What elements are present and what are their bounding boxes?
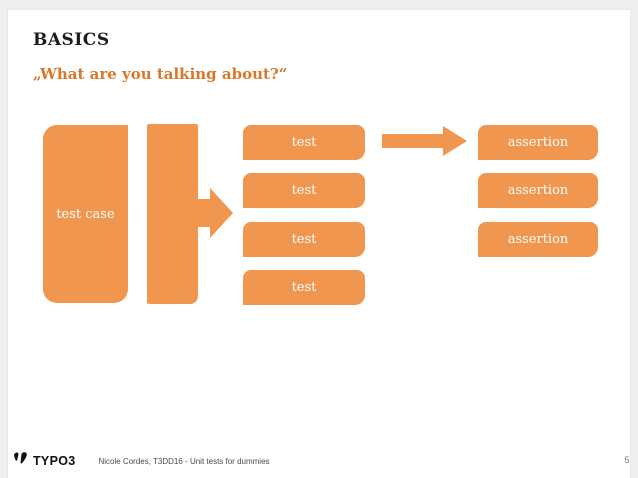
assertion-box-label: assertion [507, 232, 569, 247]
test-case-label: test case [56, 206, 115, 222]
assertion-box: assertion [478, 222, 598, 257]
assertion-box: assertion [478, 125, 598, 160]
presentation-slide: BASICS „What are you talking about?“ tes… [8, 10, 630, 478]
test-box-label: test [291, 183, 317, 198]
test-to-assertion-arrow-icon [443, 126, 467, 156]
assertion-box-label: assertion [507, 183, 569, 198]
typo3-logo-icon [13, 451, 28, 471]
test-box: test [243, 222, 365, 257]
test-box: test [243, 270, 365, 305]
test-box: test [243, 125, 365, 160]
page-number: 5 [624, 455, 630, 465]
assertion-box-label: assertion [507, 135, 569, 150]
test-box-label: test [291, 232, 317, 247]
right-arrow-icon [210, 188, 233, 238]
assertion-box: assertion [478, 173, 598, 208]
slide-footer: TYPO3 Nicole Cordes, T3DD16 - Unit tests… [13, 451, 270, 471]
vertical-bar-shape [147, 124, 198, 304]
slide-title: BASICS [33, 30, 110, 50]
slide-subtitle: „What are you talking about?“ [33, 65, 288, 83]
right-arrow-stem [198, 199, 210, 227]
test-box-label: test [291, 280, 317, 295]
test-case-box: test case [43, 125, 128, 303]
typo3-logo-text: TYPO3 [33, 454, 76, 468]
test-box-label: test [291, 135, 317, 150]
test-to-assertion-arrow-stem [382, 134, 443, 148]
test-box: test [243, 173, 365, 208]
footer-credit-text: Nicole Cordes, T3DD16 - Unit tests for d… [98, 456, 270, 466]
